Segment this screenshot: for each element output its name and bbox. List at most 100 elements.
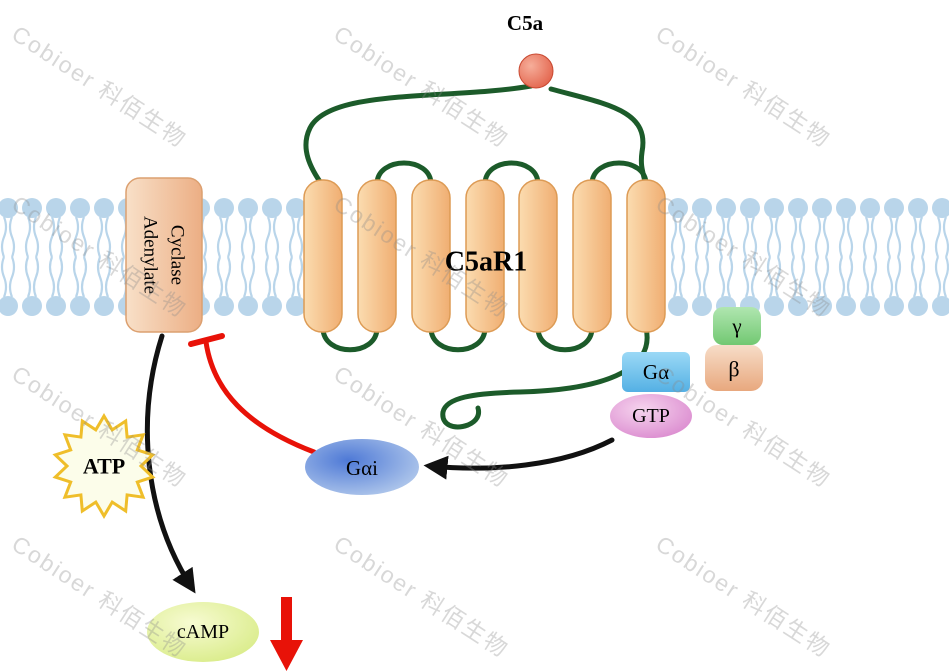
lipid-head xyxy=(214,198,234,218)
beta-label: β xyxy=(728,357,739,382)
lipid-tails xyxy=(934,256,949,298)
camp-ellipse xyxy=(147,602,259,662)
lipid-tails xyxy=(48,216,64,258)
lipid-head xyxy=(238,198,258,218)
bottom-loop-1 xyxy=(320,325,380,353)
transmembrane-helices xyxy=(303,179,666,333)
lipid-head xyxy=(932,296,949,316)
inhibition-bar xyxy=(188,333,225,347)
lipid-tails xyxy=(742,256,758,298)
watermark-text: Cobioer 科佰生物 xyxy=(329,530,513,662)
g-alpha-label: Gα xyxy=(643,360,669,384)
lipid-tails xyxy=(240,216,256,258)
atp-label: ATP xyxy=(83,454,125,479)
lipid-head xyxy=(764,198,784,218)
helix-4 xyxy=(465,179,505,333)
g-alpha-i-ellipse xyxy=(305,439,419,495)
lipid-tails xyxy=(96,256,112,298)
lipid-head xyxy=(262,296,282,316)
lipid-head xyxy=(692,198,712,218)
beta-box xyxy=(705,345,763,391)
lipid-tails xyxy=(718,216,734,258)
lipid-tails xyxy=(0,216,16,258)
watermark-text: Cobioer 科佰生物 xyxy=(7,530,191,662)
helix-5 xyxy=(518,179,558,333)
lipid-tails xyxy=(790,216,806,258)
helix-7 xyxy=(626,179,666,333)
lipid-tails xyxy=(694,256,710,298)
lipid-tails xyxy=(72,256,88,298)
n-terminus-loop xyxy=(303,83,534,189)
helix-3 xyxy=(411,179,451,333)
lipid-head xyxy=(788,198,808,218)
lipid-head xyxy=(788,296,808,316)
lipid-tails xyxy=(838,256,854,298)
lipid-head xyxy=(860,296,880,316)
adenylate-cyclase-box xyxy=(125,177,203,333)
lipid-head xyxy=(94,296,114,316)
lipid-head xyxy=(214,296,234,316)
lipid-tails xyxy=(0,256,16,298)
lipid-head xyxy=(70,198,90,218)
lipid-head xyxy=(0,296,18,316)
gtp-label: GTP xyxy=(632,405,670,427)
lipid-head xyxy=(46,296,66,316)
lipid-tails xyxy=(240,256,256,298)
gamma-box xyxy=(713,307,761,345)
lipid-head xyxy=(262,198,282,218)
helix-2 xyxy=(357,179,397,333)
lipid-tails xyxy=(72,216,88,258)
lipid-head xyxy=(932,198,949,218)
receptor-label: C5aR1 xyxy=(445,247,527,278)
c5a-label: C5a xyxy=(507,11,544,35)
lipid-tails xyxy=(766,216,782,258)
top-loop-2 xyxy=(482,160,541,187)
lipid-tails xyxy=(288,256,304,298)
lipid-head xyxy=(860,198,880,218)
lipid-tails xyxy=(670,216,686,258)
lipid-head xyxy=(0,198,18,218)
lipid-head xyxy=(836,198,856,218)
lipid-tails xyxy=(670,256,686,298)
lipid-tails xyxy=(814,216,830,258)
lipid-head xyxy=(740,198,760,218)
lipid-tails xyxy=(766,256,782,298)
lipid-head xyxy=(908,198,928,218)
adenylate-label: Adenylate xyxy=(140,216,161,294)
lipid-tails xyxy=(910,216,926,258)
g-alpha-box xyxy=(622,352,690,392)
lipid-head xyxy=(692,296,712,316)
lipid-tails xyxy=(862,256,878,298)
watermark-text: Cobioer 科佰生物 xyxy=(329,20,513,152)
helix-1 xyxy=(303,179,343,333)
ac-to-camp-arrow xyxy=(144,333,196,594)
lipid-tails xyxy=(24,256,40,298)
lipid-tails xyxy=(886,216,902,258)
lipid-head xyxy=(286,296,306,316)
lipid-tails xyxy=(886,256,902,298)
lipid-head xyxy=(238,296,258,316)
lipid-head xyxy=(884,198,904,218)
lipid-tails xyxy=(694,216,710,258)
lipid-tails xyxy=(838,216,854,258)
lipid-head xyxy=(22,198,42,218)
c5a-ligand-circle xyxy=(518,53,554,89)
watermark-text: Cobioer 科佰生物 xyxy=(7,20,191,152)
bottom-loop-3 xyxy=(535,325,595,353)
lipid-head xyxy=(908,296,928,316)
c-terminus-tail xyxy=(440,325,650,430)
lipid-tails xyxy=(288,216,304,258)
helix-6 xyxy=(572,179,612,333)
camp-label: cAMP xyxy=(177,621,229,643)
lipid-tails xyxy=(264,256,280,298)
g-alpha-i-label: Gαi xyxy=(346,456,378,480)
gamma-label: γ xyxy=(731,314,741,338)
membrane xyxy=(0,198,949,316)
lipid-tails xyxy=(742,216,758,258)
bottom-loop-2 xyxy=(428,325,488,353)
lipid-tails xyxy=(862,216,878,258)
lipid-tails xyxy=(24,216,40,258)
atp-starburst xyxy=(52,413,156,519)
top-loop-3 xyxy=(589,160,649,187)
lipid-tails xyxy=(264,216,280,258)
